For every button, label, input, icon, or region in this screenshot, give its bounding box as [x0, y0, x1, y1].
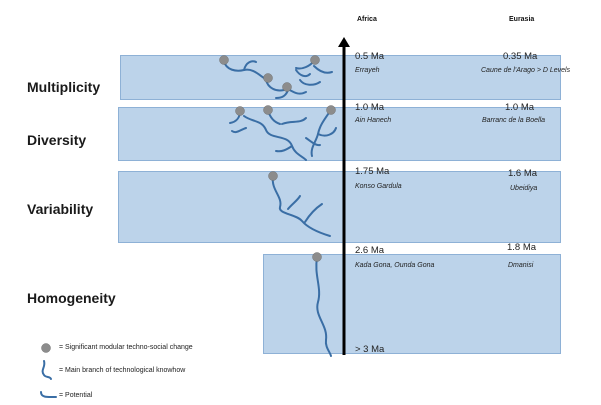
grey-dot-icon [41, 343, 51, 353]
africa-age-homogeneity: 2.6 Ma [355, 245, 385, 256]
change-nodes [219, 55, 336, 262]
stage-label-multiplicity: Multiplicity [27, 79, 101, 95]
eurasia-age-homogeneity: 1.8 Ma [507, 242, 537, 253]
node-multiplicity-4 [282, 82, 292, 92]
node-diversity-1 [235, 106, 245, 116]
axis-base-label: > 3 Ma [355, 344, 385, 355]
legend-main-branch: = Main branch of technological knowhow [59, 367, 186, 374]
eurasia-age-variability: 1.6 Ma [508, 168, 538, 179]
main-branch-icon [41, 360, 52, 380]
band-diversity [118, 107, 561, 161]
potential-icon [40, 391, 57, 399]
eurasia-site-homogeneity: Dmanisi [508, 262, 534, 269]
legend-potential: = Potential [59, 392, 93, 399]
eurasia-age-multiplicity: 0.35 Ma [503, 51, 538, 62]
stage-label-homogeneity: Homogeneity [27, 290, 116, 306]
africa-site-variability: Konso Gardula [355, 183, 402, 190]
africa-site-diversity: Ain Hanech [355, 117, 392, 124]
africa-age-multiplicity: 0.5 Ma [355, 51, 385, 62]
eurasia-age-diversity: 1.0 Ma [505, 102, 535, 113]
band-multiplicity [120, 55, 561, 100]
node-multiplicity-3 [263, 73, 273, 83]
africa-site-homogeneity: Kada Gona, Ounda Gona [355, 262, 435, 269]
column-header-africa: Africa [357, 16, 377, 23]
band-homogeneity [263, 254, 561, 354]
node-homogeneity [312, 252, 322, 262]
main-branch-lines [223, 60, 337, 357]
eurasia-site-diversity: Barranc de la Boella [482, 117, 546, 124]
eurasia-site-variability: Ubeidiya [510, 185, 538, 192]
stage-label-diversity: Diversity [27, 132, 87, 148]
band-variability [118, 171, 561, 243]
column-header-eurasia: Eurasia [509, 16, 535, 23]
time-axis-arrow [338, 37, 350, 355]
africa-site-multiplicity: Errayeh [355, 67, 380, 74]
node-diversity-3 [326, 105, 336, 115]
node-multiplicity-2 [310, 55, 320, 65]
africa-age-diversity: 1.0 Ma [355, 102, 385, 113]
legend-significant-change: = Significant modular techno-social chan… [59, 344, 193, 351]
stage-label-variability: Variability [27, 201, 94, 217]
africa-age-variability: 1.75 Ma [355, 166, 390, 177]
node-variability [268, 171, 278, 181]
eurasia-site-multiplicity: Caune de l'Arago > D Levels [481, 67, 571, 74]
node-multiplicity-1 [219, 55, 229, 65]
node-diversity-2 [263, 105, 273, 115]
